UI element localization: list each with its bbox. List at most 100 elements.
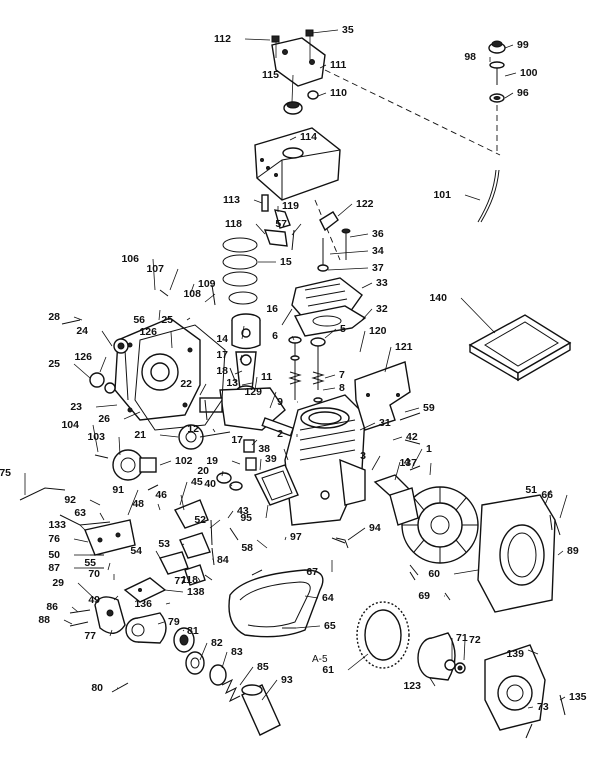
callout-96: 96 (504, 87, 529, 99)
callout-leader (269, 391, 277, 409)
callout-leader (349, 233, 369, 238)
callout-leader (239, 666, 254, 686)
gasket-26 (134, 324, 226, 431)
callout-122: 122 (337, 198, 374, 217)
callout-number: 31 (379, 417, 391, 429)
callout-number: 112 (214, 33, 231, 45)
callout-number: 77 (174, 575, 186, 587)
callout-97: 97 (284, 531, 302, 543)
head-bolts (317, 228, 351, 272)
callout-number: 129 (244, 386, 262, 398)
callout-115: 115 (262, 69, 294, 103)
callout-leader (204, 574, 213, 581)
callout-number: 100 (520, 67, 538, 79)
valve-lifters (216, 439, 257, 491)
callout-number: 17 (231, 434, 243, 446)
callout-102: 102 (159, 455, 193, 467)
callout-leader (113, 595, 119, 601)
callout-number: 107 (146, 263, 164, 275)
callout-leader (239, 354, 243, 361)
callout-number: 89 (567, 545, 579, 557)
callout-18: 18 (216, 365, 243, 377)
callout-leader (291, 223, 302, 236)
callout-leader (182, 629, 185, 632)
callout-46: 46 (155, 489, 185, 511)
blower-housing-70 (477, 494, 556, 613)
callout-118: 118 (225, 218, 266, 235)
callout-number: 6 (272, 330, 278, 342)
callout-106: 106 (121, 253, 156, 291)
callout-72: 72 (463, 634, 481, 661)
callout-60: 60 (428, 568, 479, 580)
callout-number: 39 (265, 453, 277, 465)
callout-number: 84 (217, 554, 229, 566)
callout-leader (259, 458, 262, 471)
callout-number: 64 (322, 592, 334, 604)
callout-number: 123 (403, 680, 421, 692)
callout-leader (291, 335, 295, 341)
starter-cup-123 (417, 632, 456, 681)
callout-leader (265, 504, 269, 519)
callout-leader (169, 268, 179, 291)
callout-17: 17 (231, 434, 258, 446)
callout-number: 138 (187, 586, 205, 598)
callout-leader (118, 436, 121, 456)
callout-number: 4 (404, 456, 410, 468)
callout-number: 118 (225, 218, 242, 230)
base-plate-64 (228, 569, 324, 638)
callout-number: 104 (61, 419, 79, 431)
callout-129: 129 (244, 386, 277, 409)
callout-number: 2 (277, 428, 283, 440)
callout-32: 32 (361, 303, 388, 321)
callout-37: 37 (327, 262, 384, 274)
callout-leader (404, 407, 420, 413)
callout-number: 48 (132, 498, 144, 510)
callout-108: 108 (183, 288, 216, 303)
callout-leader (152, 258, 156, 291)
callout-number: 18 (216, 365, 228, 377)
callout-38: 38 (258, 443, 289, 461)
callout-99: 99 (504, 39, 529, 51)
callout-number: 45 (191, 476, 203, 488)
callout-88: 88 (38, 614, 73, 626)
callout-number: 7 (339, 369, 345, 381)
callout-leader (92, 424, 99, 453)
callout-leader (127, 489, 139, 516)
callout-19: 19 (206, 455, 241, 467)
callout-17: 17 (216, 349, 243, 361)
callout-leader (361, 282, 373, 289)
callout-leader (347, 653, 369, 671)
callout-leader (221, 651, 228, 669)
callout-number: 140 (429, 292, 447, 304)
callout-number: 108 (183, 288, 201, 300)
callout-65: 65 (295, 620, 336, 632)
callout-number: 106 (121, 253, 139, 265)
callout-number: 40 (204, 478, 216, 490)
callout-number: 46 (155, 489, 167, 501)
callout-8: 8 (322, 382, 345, 394)
callout-leader (109, 629, 113, 637)
starter-29 (94, 596, 126, 634)
callout-number: 55 (84, 557, 96, 569)
crankcase-cover-23 (114, 317, 201, 421)
callout-leader (429, 462, 432, 476)
callout-leader (241, 382, 253, 386)
callout-leader (209, 519, 221, 529)
callout-number: 110 (330, 87, 347, 99)
callout-29: 29 (52, 577, 99, 603)
callout-101: 101 (433, 189, 481, 201)
callout-leader (283, 448, 289, 461)
callout-26: 26 (98, 411, 141, 425)
callout-36: 36 (349, 228, 384, 240)
callout-leader (411, 448, 423, 469)
crankshaft-11 (199, 387, 295, 437)
callout-leader (73, 538, 89, 543)
callout-33: 33 (361, 277, 388, 289)
air-filter-140 (468, 314, 572, 382)
callout-leader (289, 136, 297, 141)
callout-leader (186, 317, 191, 321)
callout-number: 12 (187, 423, 199, 435)
callout-80: 80 (91, 682, 118, 694)
callout-71: 71 (451, 632, 468, 660)
callout-number: 88 (38, 614, 50, 626)
